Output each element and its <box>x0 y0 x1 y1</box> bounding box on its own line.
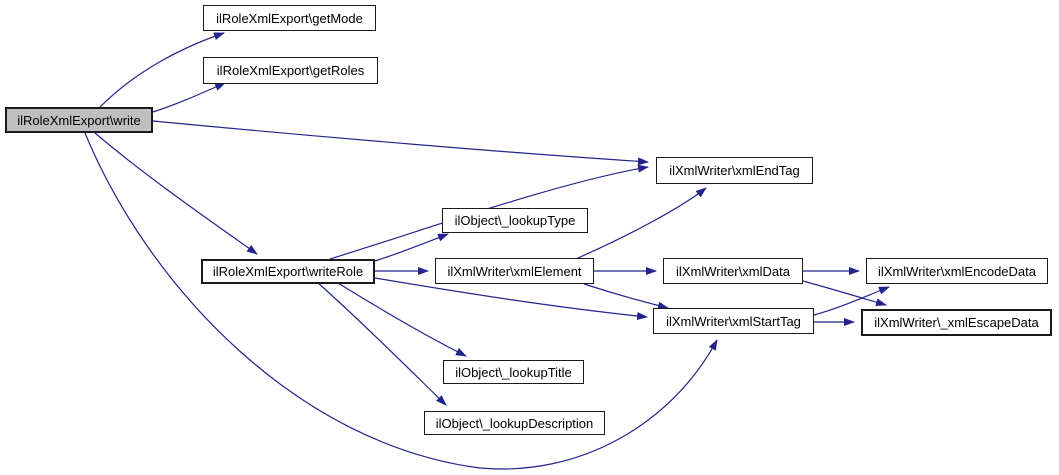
node-xmldata[interactable]: ilXmlWriter\xmlData <box>663 258 803 284</box>
node-writerole[interactable]: ilRoleXmlExport\writeRole <box>201 259 375 284</box>
node-getmode[interactable]: ilRoleXmlExport\getMode <box>203 5 376 31</box>
edge-write-to-xmlEndTag <box>152 120 649 166</box>
edge-writeRole-to-lookupType <box>374 233 449 262</box>
node-xmlescapedata[interactable]: ilXmlWriter\_xmlEscapeData <box>861 309 1052 336</box>
node-write: ilRoleXmlExport\write <box>5 107 153 133</box>
edge-writeRole-to-xmlStartTag <box>374 277 648 320</box>
edge-write-to-writeRole <box>94 132 258 255</box>
node-xmlendtag[interactable]: ilXmlWriter\xmlEndTag <box>656 157 813 184</box>
node-lookuptitle[interactable]: ilObject\_lookupTitle <box>443 360 584 384</box>
edge-xmlStartTag-to-xmlEncodeData <box>813 286 890 316</box>
node-xmlencodedata[interactable]: ilXmlWriter\xmlEncodeData <box>866 258 1048 284</box>
edge-xmlElement-to-xmlEndTag <box>577 187 707 259</box>
edge-writeRole-to-xmlEndTag <box>329 164 649 260</box>
edge-xmlData-to-xmlEscapeData <box>802 280 887 307</box>
edge-write-to-getMode <box>99 32 225 108</box>
edge-write-to-xmlStartTag <box>84 132 718 470</box>
edge-write-to-getRoles <box>152 82 226 113</box>
edge-xmlElement-to-xmlStartTag <box>583 283 669 310</box>
node-xmlstarttag[interactable]: ilXmlWriter\xmlStartTag <box>653 308 814 334</box>
node-xmlelement[interactable]: ilXmlWriter\xmlElement <box>435 258 594 284</box>
node-getroles[interactable]: ilRoleXmlExport\getRoles <box>203 57 378 84</box>
edge-writeRole-to-lookupTitle <box>337 282 467 357</box>
edge-writeRole-to-lookupDescription <box>317 282 447 406</box>
node-lookuptype[interactable]: ilObject\_lookupType <box>442 208 588 233</box>
node-lookupdescription[interactable]: ilObject\_lookupDescription <box>424 411 605 435</box>
